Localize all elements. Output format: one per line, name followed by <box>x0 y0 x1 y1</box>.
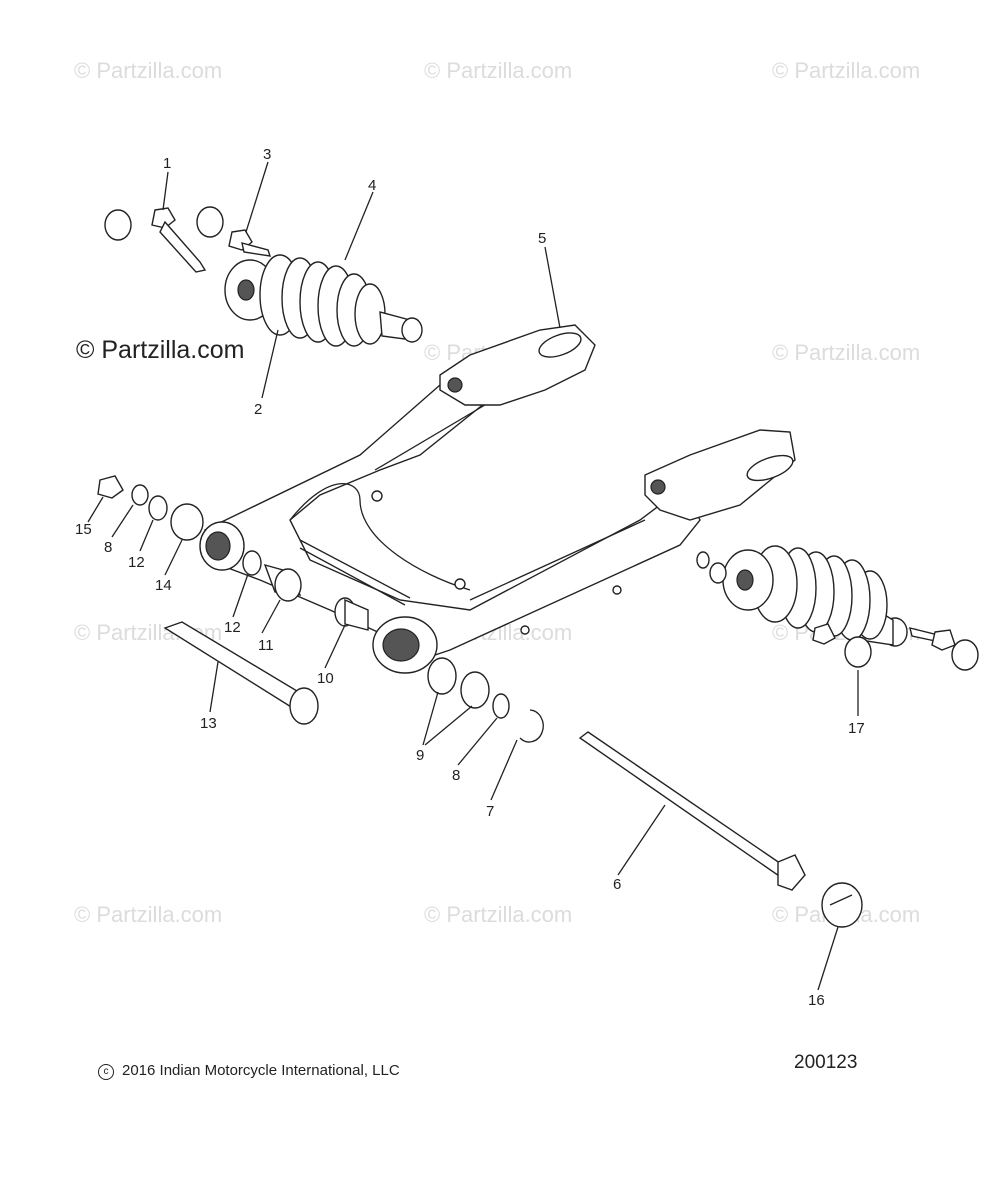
callout-8: 8 <box>452 767 460 784</box>
callout-5: 5 <box>538 230 546 247</box>
callout-15: 15 <box>75 521 92 538</box>
leader-lines <box>87 161 859 991</box>
callout-3: 3 <box>263 146 271 163</box>
pivot-sleeve <box>163 621 319 725</box>
watermark: © Partzilla.com <box>424 58 573 83</box>
callout-7: 7 <box>486 803 494 820</box>
upper-shock-hardware <box>104 206 272 273</box>
watermark: © Partzilla.com <box>424 902 573 927</box>
right-pivot-hardware <box>334 597 544 743</box>
callout-13: 13 <box>200 715 217 732</box>
diagram-code: 200123 <box>794 1052 858 1073</box>
callout-11: 11 <box>258 637 274 654</box>
shock-absorber-lower[interactable] <box>722 545 908 647</box>
brand-label: © Partzilla.com <box>76 336 245 364</box>
callout-4: 4 <box>368 177 376 194</box>
callout-14: 14 <box>155 577 172 594</box>
copyright-notice: c 2016 Indian Motorcycle International, L… <box>98 1062 400 1080</box>
callout-16: 16 <box>808 992 825 1009</box>
copyright-icon: c <box>98 1064 114 1080</box>
watermark: © Partzilla.com <box>74 902 223 927</box>
pivot-axle <box>578 731 806 891</box>
watermark: © Partzilla.com <box>772 340 921 365</box>
shock-bracket-lower[interactable] <box>644 429 796 521</box>
callout-17: 17 <box>848 720 865 737</box>
callout-2: 2 <box>254 401 262 418</box>
pivot-housing-left <box>199 521 245 571</box>
callout-labels: 1 2 3 4 5 6 7 8 9 10 11 12 13 14 15 8 12… <box>75 146 865 1009</box>
copyright-text: 2016 Indian Motorcycle International, LL… <box>122 1062 400 1079</box>
watermark: © Partzilla.com <box>772 58 921 83</box>
callout-12: 12 <box>224 619 241 636</box>
callout-1: 1 <box>163 155 171 172</box>
callout-6: 6 <box>613 876 621 893</box>
shock-bracket-upper[interactable] <box>439 324 596 406</box>
shock-absorber-upper[interactable] <box>224 254 423 347</box>
callout-9: 9 <box>416 747 424 764</box>
callout-12-left: 12 <box>128 554 145 571</box>
callout-8-left: 8 <box>104 539 112 556</box>
pivot-housing-right <box>372 616 438 674</box>
lower-shock-hardware <box>696 551 979 671</box>
callout-10: 10 <box>317 670 334 687</box>
left-pivot-hardware <box>97 475 302 602</box>
axle-cap <box>821 882 863 928</box>
watermark: © Partzilla.com <box>74 58 223 83</box>
swingarm[interactable] <box>204 379 701 661</box>
